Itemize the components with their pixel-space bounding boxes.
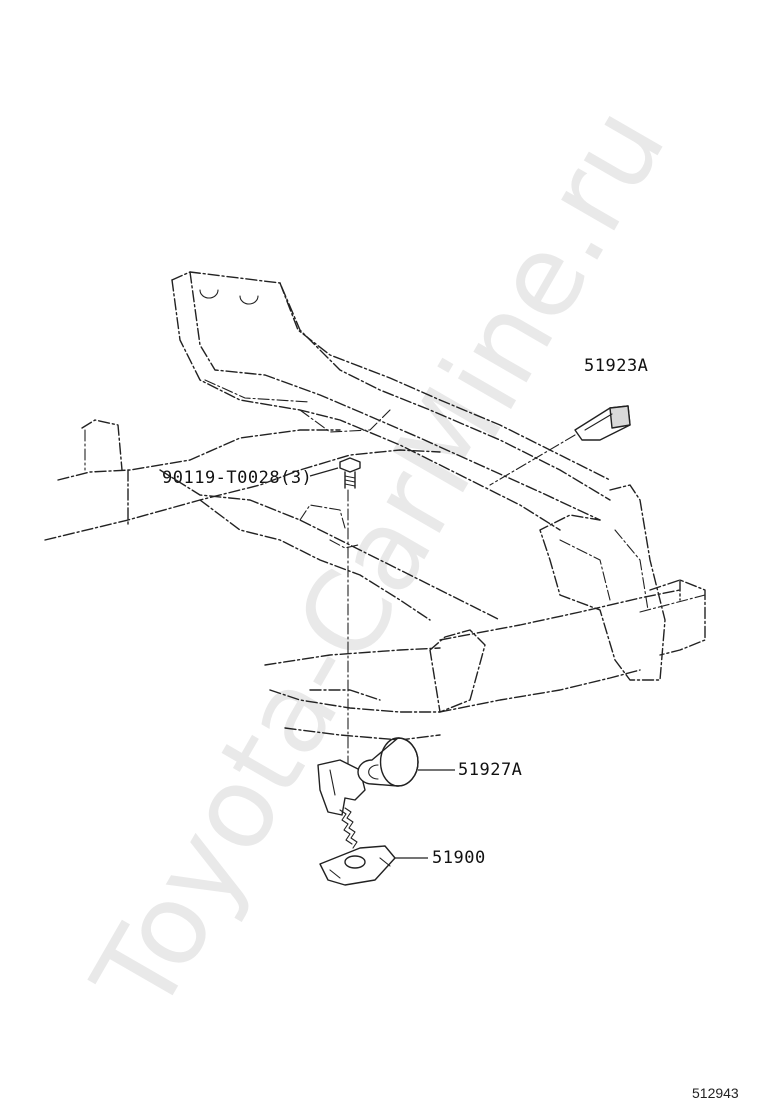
bolt-leader bbox=[309, 467, 339, 477]
part-label-bolt: 90119-T0028(3) bbox=[162, 468, 313, 488]
frame-rail-outline bbox=[171, 271, 611, 531]
cover-icon bbox=[574, 405, 631, 441]
part-label-stopper: 51927A bbox=[458, 760, 523, 780]
bolt-icon bbox=[339, 457, 361, 489]
rear-beam bbox=[264, 579, 706, 741]
carrier-hanger-icon bbox=[317, 759, 366, 849]
cross-member bbox=[44, 419, 501, 621]
cover-install-line bbox=[489, 434, 576, 486]
part-label-carrier: 51900 bbox=[432, 848, 486, 868]
side-bracket bbox=[539, 484, 666, 681]
part-label-cover: 51923A bbox=[584, 356, 649, 376]
diagram-id: 512943 bbox=[692, 1085, 739, 1101]
stopper-icon bbox=[357, 737, 455, 787]
carrier-plate-icon bbox=[319, 845, 428, 886]
